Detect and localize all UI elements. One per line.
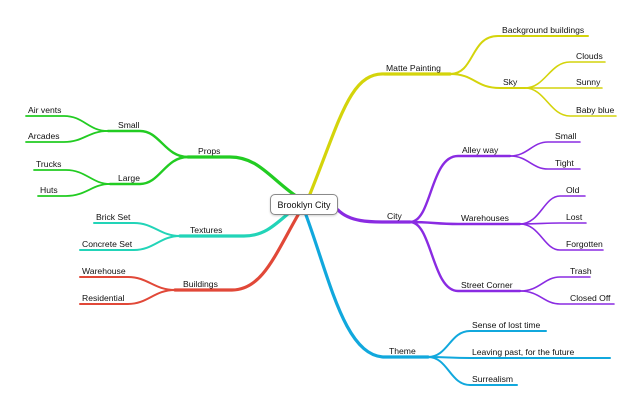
topic-clouds: Clouds (576, 51, 603, 61)
connector-alley-tight (509, 155, 581, 170)
connector-closed-off (519, 290, 615, 305)
connector-trash (519, 276, 591, 292)
connector-trucks (33, 169, 111, 185)
connector-props-small (106, 129, 190, 159)
connector-forgotten (519, 223, 604, 251)
connector-leaving-past (427, 356, 611, 359)
connector-root-textures (178, 210, 292, 238)
connector-clouds (524, 61, 606, 89)
connector-alley-small (509, 141, 581, 157)
central-topic-label: Brooklyn City (277, 199, 331, 210)
topic-alley-way: Alley way (462, 145, 499, 155)
topic-brick-set: Brick Set (96, 212, 131, 222)
connector-street-corner (408, 220, 522, 293)
topic-closed-off: Closed Off (570, 293, 611, 303)
branch-city (336, 141, 615, 305)
topic-lost: Lost (566, 212, 583, 222)
connector-root-matte-painting (308, 72, 452, 196)
connector-baby-blue (524, 87, 617, 117)
topic-forgotten: Forgotten (566, 239, 603, 249)
topic-props-large: Large (118, 173, 140, 183)
topic-sky: Sky (503, 77, 518, 87)
connector-warehouse (79, 276, 176, 291)
topic-surrealism: Surrealism (472, 374, 513, 384)
topic-textures: Textures (190, 225, 222, 235)
topic-residential: Residential (82, 293, 125, 303)
topic-sunny: Sunny (576, 77, 601, 87)
connector-warehouses (408, 220, 522, 226)
topic-old: Old (566, 185, 580, 195)
topic-sense-of-lost-time: Sense of lost time (472, 320, 541, 330)
topic-alley-tight: Tight (555, 158, 574, 168)
connector-root-theme (304, 213, 430, 359)
connector-root-props (186, 155, 298, 198)
connector-brick-set (93, 222, 181, 237)
topic-trucks: Trucks (36, 159, 61, 169)
connector-arcades (25, 130, 109, 143)
connector-old (519, 195, 586, 225)
topic-buildings: Buildings (183, 279, 218, 289)
topic-city: City (387, 211, 403, 221)
topic-arcades: Arcades (28, 131, 60, 141)
topic-props-small: Small (118, 120, 140, 130)
connector-concrete-set (79, 235, 181, 251)
topic-warehouse: Warehouse (82, 266, 126, 276)
topic-matte-painting: Matte Painting (386, 63, 441, 73)
topic-background-buildings: Background buildings (502, 25, 584, 35)
topic-street-corner: Street Corner (461, 280, 513, 290)
connector-sky (449, 73, 526, 89)
topic-concrete-set: Concrete Set (82, 239, 133, 249)
connector-huts (37, 183, 111, 197)
topic-theme: Theme (389, 346, 416, 356)
topic-trash: Trash (570, 266, 592, 276)
connector-props-large (108, 155, 190, 186)
branch-props (25, 115, 298, 198)
connector-root-city (336, 208, 412, 224)
topic-baby-blue: Baby blue (576, 105, 614, 115)
branch-matte-painting (308, 35, 617, 196)
topic-leaving-past: Leaving past, for the future (472, 347, 574, 357)
connector-lost (519, 222, 587, 225)
connector-alley-way (408, 154, 512, 224)
branch-textures (79, 210, 292, 251)
branch-theme (304, 213, 611, 386)
topic-huts: Huts (40, 185, 58, 195)
connector-root-buildings (173, 213, 300, 292)
topic-alley-small: Small (555, 131, 577, 141)
connector-air-vents (25, 115, 109, 132)
connector-background-buildings (449, 35, 589, 75)
connector-residential (79, 289, 176, 305)
connector-surrealism (427, 356, 518, 386)
topic-props: Props (198, 146, 220, 156)
central-topic[interactable]: Brooklyn City (270, 194, 338, 215)
branch-buildings (79, 213, 300, 305)
topic-warehouses: Warehouses (461, 213, 509, 223)
topic-air-vents: Air vents (28, 105, 61, 115)
